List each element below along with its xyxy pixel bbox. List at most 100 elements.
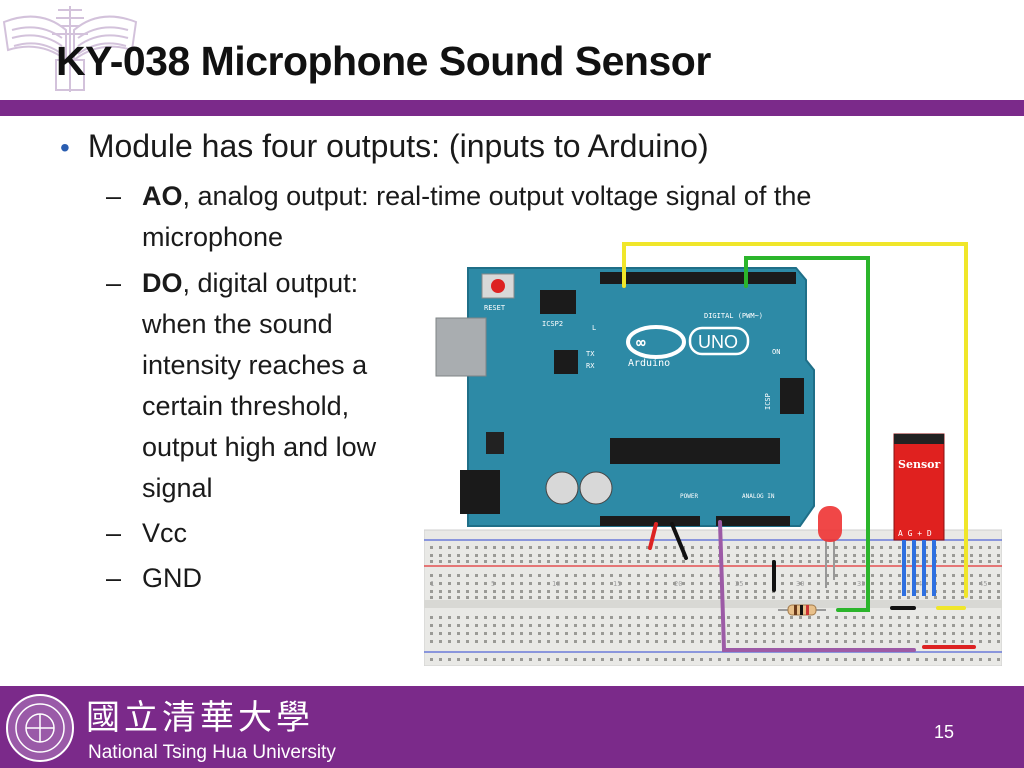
breadboard-hole	[664, 640, 667, 643]
breadboard-hole	[988, 640, 991, 643]
breadboard-hole	[880, 632, 883, 635]
breadboard-hole	[439, 640, 442, 643]
breadboard-hole	[880, 658, 883, 661]
breadboard-hole	[493, 596, 496, 599]
breadboard-hole	[880, 640, 883, 643]
breadboard-hole	[970, 624, 973, 627]
breadboard-hole	[745, 560, 748, 563]
breadboard-hole	[799, 560, 802, 563]
breadboard-hole	[439, 632, 442, 635]
reset-label: RESET	[484, 304, 506, 312]
breadboard-hole	[790, 640, 793, 643]
breadboard-hole	[961, 658, 964, 661]
breadboard-hole	[745, 582, 748, 585]
breadboard-hole	[898, 554, 901, 557]
breadboard-hole	[637, 632, 640, 635]
breadboard-hole	[529, 554, 532, 557]
breadboard-hole	[898, 546, 901, 549]
breadboard-hole	[601, 574, 604, 577]
breadboard-hole	[628, 632, 631, 635]
breadboard-hole	[457, 546, 460, 549]
breadboard-hole	[853, 624, 856, 627]
breadboard-hole	[601, 560, 604, 563]
breadboard-hole	[871, 546, 874, 549]
breadboard-hole	[961, 574, 964, 577]
breadboard-hole	[466, 574, 469, 577]
breadboard-hole	[637, 554, 640, 557]
breadboard-hole	[511, 546, 514, 549]
svg-text:∞: ∞	[636, 333, 646, 352]
breadboard-hole	[520, 560, 523, 563]
breadboard-hole	[817, 596, 820, 599]
breadboard-hole	[565, 658, 568, 661]
icsp-label: ICSP	[764, 393, 772, 410]
breadboard-hole	[754, 582, 757, 585]
breadboard-hole	[790, 582, 793, 585]
breadboard-hole	[763, 624, 766, 627]
breadboard-hole	[898, 658, 901, 661]
breadboard-hole	[493, 574, 496, 577]
breadboard-hole	[529, 658, 532, 661]
breadboard-hole	[610, 658, 613, 661]
breadboard-hole	[484, 624, 487, 627]
breadboard-hole	[610, 624, 613, 627]
breadboard-hole	[484, 574, 487, 577]
breadboard-hole	[889, 546, 892, 549]
breadboard-hole	[502, 560, 505, 563]
breadboard-hole	[673, 596, 676, 599]
breadboard-hole	[556, 582, 559, 585]
breadboard-hole	[970, 590, 973, 593]
breadboard-hole	[835, 632, 838, 635]
gnd-text: GND	[142, 563, 202, 593]
breadboard-hole	[817, 560, 820, 563]
wires	[622, 242, 976, 652]
breadboard-hole	[970, 632, 973, 635]
breadboard-hole	[574, 596, 577, 599]
breadboard-hole	[790, 616, 793, 619]
breadboard-hole	[988, 632, 991, 635]
breadboard-hole	[556, 554, 559, 557]
breadboard-hole	[637, 560, 640, 563]
breadboard-hole	[709, 574, 712, 577]
breadboard-hole	[466, 640, 469, 643]
breadboard-col-label: 5	[491, 580, 495, 588]
breadboard-hole	[988, 582, 991, 585]
vcc-text: Vcc	[142, 518, 188, 548]
breadboard-hole	[961, 596, 964, 599]
breadboard-hole	[772, 632, 775, 635]
breadboard-hole	[646, 624, 649, 627]
breadboard-hole	[727, 590, 730, 593]
breadboard-hole	[943, 596, 946, 599]
breadboard-hole	[538, 574, 541, 577]
breadboard-hole	[529, 640, 532, 643]
breadboard-hole	[889, 632, 892, 635]
breadboard-hole	[682, 590, 685, 593]
breadboard-hole	[619, 582, 622, 585]
breadboard-hole	[619, 546, 622, 549]
breadboard-hole	[700, 640, 703, 643]
breadboard-hole	[511, 574, 514, 577]
arduino-brand-label: Arduino	[628, 358, 670, 369]
breadboard-hole	[700, 546, 703, 549]
breadboard-hole	[682, 560, 685, 563]
breadboard-hole	[601, 546, 604, 549]
breadboard-hole	[934, 658, 937, 661]
breadboard-hole	[574, 632, 577, 635]
breadboard-hole	[943, 632, 946, 635]
breadboard-hole	[781, 616, 784, 619]
breadboard-hole	[619, 624, 622, 627]
breadboard-hole	[853, 632, 856, 635]
breadboard-hole	[628, 624, 631, 627]
breadboard-hole	[727, 624, 730, 627]
breadboard-hole	[628, 560, 631, 563]
breadboard-hole	[844, 546, 847, 549]
breadboard-hole	[880, 596, 883, 599]
breadboard-hole	[718, 624, 721, 627]
breadboard-hole	[646, 632, 649, 635]
breadboard-hole	[754, 574, 757, 577]
breadboard-hole	[889, 596, 892, 599]
breadboard-hole	[853, 590, 856, 593]
breadboard-hole	[790, 596, 793, 599]
breadboard-hole	[439, 554, 442, 557]
breadboard-hole	[835, 596, 838, 599]
